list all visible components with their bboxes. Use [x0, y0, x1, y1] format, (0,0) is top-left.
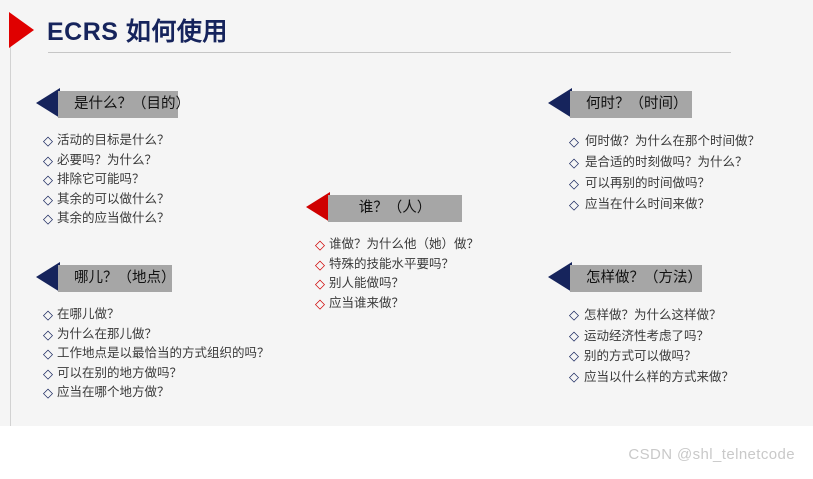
slide-left-rule	[10, 44, 11, 426]
diamond-bullet-icon: ◇	[43, 191, 53, 207]
list-item-label: 应当谁来做？	[329, 295, 405, 310]
section-label-time: 何时？（时间）	[570, 91, 692, 118]
list-item: ◇ 应当以什么样的方式来做？	[569, 367, 734, 388]
bullet-list-place: ◇ 在哪儿做？ ◇ 为什么在那儿做？ ◇ 工作地点是以最恰当的方式组织的吗？ ◇ 可以在…	[43, 305, 270, 403]
list-item: ◇ 何时做？为什么在那个时间做？	[569, 131, 760, 152]
section-header-place: 哪儿？（地点）	[36, 262, 270, 292]
diamond-bullet-icon: ◇	[43, 307, 53, 322]
bullet-list-time: ◇ 何时做？为什么在那个时间做？ ◇ 是合适的时刻做吗？为什么？ ◇ 可以再别的时间做…	[569, 131, 760, 215]
list-item-label: 必要吗？为什么？	[57, 152, 158, 167]
list-item-label: 可以再别的时间做吗？	[585, 176, 711, 190]
list-item-label: 怎样做？为什么这样做？	[584, 308, 722, 322]
list-item-label: 可以在别的地方做吗？	[57, 365, 183, 380]
list-item-label: 应当在哪个地方做？	[57, 385, 170, 399]
list-item-label: 运动经济性考虑了吗？	[584, 328, 710, 343]
list-item-label: 应当以什么样的方式来做？	[584, 369, 735, 384]
diamond-bullet-icon: ◇	[43, 346, 53, 361]
page-title: ECRS 如何使用	[47, 18, 228, 46]
diamond-bullet-icon: ◇	[43, 326, 53, 342]
list-item: ◇ 必要吗？为什么？	[43, 151, 170, 171]
list-item-label: 是合适的时刻做吗？为什么？	[585, 155, 748, 169]
diamond-bullet-icon: ◇	[315, 276, 325, 291]
section-label-place: 哪儿？（地点）	[58, 265, 176, 292]
list-item: ◇ 运动经济性考虑了吗？	[569, 326, 734, 347]
section-header-purpose: 是什么？（目的）	[36, 88, 190, 118]
list-item: ◇ 其余的可以做什么？	[43, 190, 170, 210]
diamond-bullet-icon: ◇	[43, 133, 53, 148]
diamond-bullet-icon: ◇	[569, 197, 579, 212]
section-time: 何时？（时间） ◇ 何时做？为什么在那个时间做？ ◇ 是合适的时刻做吗？为什么？ ◇…	[548, 88, 760, 215]
diamond-bullet-icon: ◇	[569, 348, 579, 363]
section-purpose: 是什么？（目的） ◇ 活动的目标是什么？ ◇ 必要吗？为什么？ ◇ 排除它可能吗？ ◇…	[36, 88, 190, 229]
slide-canvas: ECRS 如何使用 是什么？（目的） ◇ 活动的目标是什么？ ◇ 必要吗？为什么？ …	[9, 12, 761, 426]
list-item: ◇ 为什么在那儿做？	[43, 325, 270, 345]
title-divider	[48, 52, 731, 53]
list-item: ◇ 活动的目标是什么？	[43, 131, 170, 151]
diamond-bullet-icon: ◇	[315, 237, 325, 252]
diamond-bullet-icon: ◇	[569, 134, 579, 149]
list-item-label: 特殊的技能水平要吗？	[329, 256, 455, 271]
list-item-label: 谁做？为什么他（她）做？	[329, 237, 480, 251]
left-arrow-icon	[548, 262, 572, 292]
bullet-list-method: ◇ 怎样做？为什么这样做？ ◇ 运动经济性考虑了吗？ ◇ 别的方式可以做吗？ ◇ 应当以…	[569, 305, 734, 387]
list-item: ◇ 是合适的时刻做吗？为什么？	[569, 152, 760, 173]
diamond-bullet-icon: ◇	[43, 152, 53, 168]
diamond-bullet-icon: ◇	[569, 327, 579, 343]
section-who: 谁？（人） ◇ 谁做？为什么他（她）做？ ◇ 特殊的技能水平要吗？ ◇ 别人能做吗？ …	[306, 192, 479, 313]
list-item: ◇ 在哪儿做？	[43, 305, 270, 325]
list-item: ◇ 谁做？为什么他（她）做？	[315, 235, 479, 255]
bullet-list-who: ◇ 谁做？为什么他（她）做？ ◇ 特殊的技能水平要吗？ ◇ 别人能做吗？ ◇ 应当谁来做…	[315, 235, 479, 313]
list-item-label: 何时做？为什么在那个时间做？	[585, 134, 761, 148]
list-item-label: 其余的可以做什么？	[57, 191, 170, 206]
list-item-label: 为什么在那儿做？	[57, 326, 158, 341]
list-item: ◇ 应当谁来做？	[315, 294, 479, 314]
section-label-purpose: 是什么？（目的）	[58, 91, 190, 118]
list-item-label: 其余的应当做什么？	[57, 211, 170, 225]
list-item-label: 应当在什么时间来做？	[585, 197, 711, 211]
list-item: ◇ 可以在别的地方做吗？	[43, 364, 270, 384]
list-item: ◇ 别的方式可以做吗？	[569, 346, 734, 367]
diamond-bullet-icon: ◇	[569, 176, 579, 191]
section-header-time: 何时？（时间）	[548, 88, 760, 118]
list-item-label: 别人能做吗？	[329, 276, 405, 290]
diamond-bullet-icon: ◇	[569, 155, 579, 170]
list-item-label: 工作地点是以最恰当的方式组织的吗？	[57, 346, 270, 360]
section-header-method: 怎样做？（方法）	[548, 262, 734, 292]
list-item-label: 别的方式可以做吗？	[584, 349, 697, 363]
list-item: ◇ 工作地点是以最恰当的方式组织的吗？	[43, 344, 270, 364]
diamond-bullet-icon: ◇	[569, 307, 579, 322]
list-item-label: 活动的目标是什么？	[57, 133, 170, 147]
list-item: ◇ 其余的应当做什么？	[43, 209, 170, 229]
diamond-bullet-icon: ◇	[43, 211, 53, 226]
list-item: ◇ 排除它可能吗？	[43, 170, 170, 190]
list-item: ◇ 可以再别的时间做吗？	[569, 173, 760, 194]
diamond-bullet-icon: ◇	[43, 385, 53, 400]
list-item: ◇ 怎样做？为什么这样做？	[569, 305, 734, 326]
watermark: CSDN @shl_telnetcode	[628, 446, 795, 463]
left-arrow-icon	[36, 262, 60, 292]
list-item: ◇ 特殊的技能水平要吗？	[315, 255, 479, 275]
section-header-who: 谁？（人）	[306, 192, 479, 222]
left-arrow-icon	[548, 88, 572, 118]
list-item: ◇ 别人能做吗？	[315, 274, 479, 294]
section-method: 怎样做？（方法） ◇ 怎样做？为什么这样做？ ◇ 运动经济性考虑了吗？ ◇ 别的方式可…	[548, 262, 734, 387]
list-item: ◇ 应当在哪个地方做？	[43, 383, 270, 403]
diamond-bullet-icon: ◇	[315, 295, 325, 311]
left-arrow-icon	[306, 192, 330, 222]
diamond-bullet-icon: ◇	[43, 365, 53, 381]
list-item-label: 排除它可能吗？	[57, 172, 145, 186]
section-label-method: 怎样做？（方法）	[570, 265, 702, 292]
diamond-bullet-icon: ◇	[569, 368, 579, 384]
red-triangle-icon	[9, 12, 34, 48]
left-arrow-icon	[36, 88, 60, 118]
section-label-who: 谁？（人）	[328, 195, 462, 222]
list-item-label: 在哪儿做？	[57, 307, 120, 321]
section-place: 哪儿？（地点） ◇ 在哪儿做？ ◇ 为什么在那儿做？ ◇ 工作地点是以最恰当的方式组织…	[36, 262, 270, 403]
diamond-bullet-icon: ◇	[315, 256, 325, 272]
bullet-list-purpose: ◇ 活动的目标是什么？ ◇ 必要吗？为什么？ ◇ 排除它可能吗？ ◇ 其余的可以做什么？…	[43, 131, 170, 229]
list-item: ◇ 应当在什么时间来做？	[569, 194, 760, 215]
diamond-bullet-icon: ◇	[43, 172, 53, 187]
